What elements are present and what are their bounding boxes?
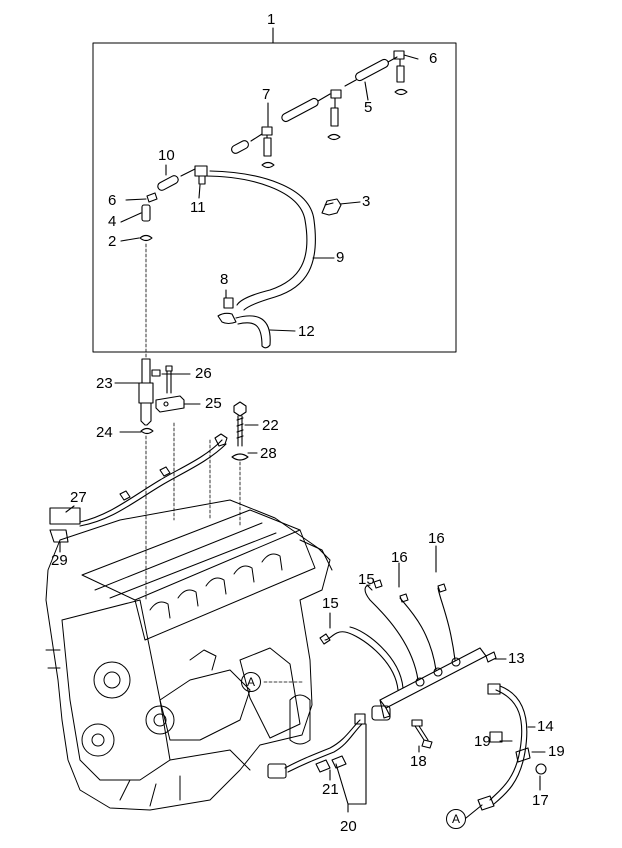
callout-27: 27 bbox=[70, 489, 87, 506]
callout-21: 21 bbox=[322, 781, 339, 798]
tee-fitting-5 bbox=[327, 89, 342, 141]
callout-13: 13 bbox=[508, 650, 525, 667]
callout-6-top: 6 bbox=[429, 50, 438, 67]
end-fitting-6-left bbox=[139, 192, 158, 242]
callout-25: 25 bbox=[205, 395, 222, 412]
kit-box bbox=[92, 42, 457, 353]
callout-1: 1 bbox=[267, 11, 276, 28]
engine-block bbox=[45, 499, 333, 811]
harness-20 bbox=[267, 713, 366, 779]
callout-22: 22 bbox=[262, 417, 279, 434]
callout-4: 4 bbox=[108, 213, 117, 230]
callout-15-right: 15 bbox=[358, 571, 375, 588]
callout-16-left: 16 bbox=[391, 549, 408, 566]
callout-19-left: 19 bbox=[474, 733, 491, 750]
callout-12: 12 bbox=[298, 323, 315, 340]
bolt-22 bbox=[233, 401, 247, 447]
callout-18: 18 bbox=[410, 753, 427, 770]
return-hose-9 bbox=[203, 170, 316, 311]
callout-7: 7 bbox=[262, 86, 271, 103]
guide-lines bbox=[145, 243, 241, 601]
reference-a-sensor: A bbox=[446, 809, 466, 829]
callout-6-left: 6 bbox=[108, 192, 117, 209]
connector-8 bbox=[217, 297, 237, 325]
tee-fitting-11 bbox=[194, 165, 208, 185]
callout-10: 10 bbox=[158, 147, 175, 164]
callout-24: 24 bbox=[96, 424, 113, 441]
common-rail-13 bbox=[371, 647, 497, 721]
bolt-26 bbox=[165, 365, 173, 394]
clamp-25 bbox=[155, 395, 185, 413]
callout-15-left: 15 bbox=[322, 595, 339, 612]
callout-2: 2 bbox=[108, 233, 117, 250]
callout-9: 9 bbox=[336, 249, 345, 266]
callout-26: 26 bbox=[195, 365, 212, 382]
callout-11: 11 bbox=[190, 199, 206, 216]
callout-8: 8 bbox=[220, 271, 229, 288]
callout-28: 28 bbox=[260, 445, 277, 462]
reference-a-engine: A bbox=[241, 672, 261, 692]
tee-fitting-7 bbox=[261, 126, 275, 169]
callout-20: 20 bbox=[340, 818, 357, 835]
washer-24 bbox=[140, 427, 154, 435]
callout-16-right: 16 bbox=[428, 530, 445, 547]
clip-3 bbox=[321, 198, 342, 216]
washer-28 bbox=[231, 453, 249, 461]
end-fitting-6-top bbox=[393, 50, 408, 96]
clip-19-right bbox=[515, 747, 531, 763]
hose-12 bbox=[235, 315, 271, 349]
bolt-18 bbox=[411, 719, 433, 749]
return-hose-assembly bbox=[139, 50, 408, 242]
clip-19-left bbox=[489, 731, 503, 743]
callout-3: 3 bbox=[362, 193, 371, 210]
callout-5: 5 bbox=[364, 99, 373, 116]
sensor-wire-14 bbox=[477, 683, 528, 811]
callout-17: 17 bbox=[532, 792, 549, 809]
callout-14: 14 bbox=[537, 718, 554, 735]
callout-23: 23 bbox=[96, 375, 113, 392]
callout-19-right: 19 bbox=[548, 743, 565, 760]
nut-17 bbox=[535, 763, 547, 775]
injector-23 bbox=[138, 358, 161, 426]
callout-29: 29 bbox=[51, 552, 68, 569]
wiring-harness-27 bbox=[49, 433, 228, 543]
fuel-lines bbox=[319, 579, 456, 691]
